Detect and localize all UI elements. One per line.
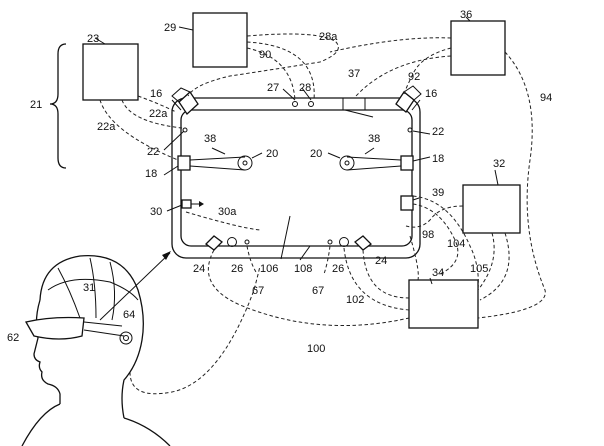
beam-line bbox=[190, 166, 245, 170]
speaker-24-right bbox=[355, 236, 371, 250]
speaker-16-right bbox=[396, 86, 421, 112]
brace-21 bbox=[50, 44, 66, 168]
screen-18-right bbox=[401, 156, 413, 170]
label-30: 30 bbox=[150, 206, 162, 218]
label-21: 21 bbox=[30, 99, 42, 111]
label-26-right: 26 bbox=[332, 263, 344, 275]
box-36 bbox=[451, 21, 505, 75]
label-102: 102 bbox=[346, 294, 364, 306]
label-23: 23 bbox=[87, 33, 99, 45]
label-67-right: 67 bbox=[312, 285, 324, 297]
label-22-left: 22 bbox=[147, 146, 159, 158]
label-16-right: 16 bbox=[425, 88, 437, 100]
label-22a-top: 22a bbox=[149, 108, 168, 120]
box-32 bbox=[463, 185, 520, 233]
enclosure-outer-wall bbox=[172, 98, 420, 258]
label-18-right: 18 bbox=[432, 153, 444, 165]
item-67-left bbox=[245, 240, 249, 244]
label-29: 29 bbox=[164, 22, 176, 34]
beam-line bbox=[347, 157, 401, 160]
box-29 bbox=[193, 13, 247, 67]
item-26-left bbox=[228, 238, 237, 247]
label-24-right: 24 bbox=[375, 255, 387, 267]
label-28: 28 bbox=[299, 82, 311, 94]
label-22a-left: 22a bbox=[97, 121, 116, 133]
speaker-24-left bbox=[206, 236, 222, 250]
label-37: 37 bbox=[348, 68, 360, 80]
label-39: 39 bbox=[432, 187, 444, 199]
top-wall-component bbox=[343, 98, 365, 110]
label-31: 31 bbox=[83, 282, 95, 294]
projector-left bbox=[190, 156, 252, 170]
beam-line bbox=[347, 166, 401, 170]
component-39 bbox=[401, 196, 413, 210]
item-67-right bbox=[328, 240, 332, 244]
label-26-left: 26 bbox=[231, 263, 243, 275]
label-106: 106 bbox=[260, 263, 278, 275]
label-20-right: 20 bbox=[310, 148, 322, 160]
label-100: 100 bbox=[307, 343, 325, 355]
label-90: 90 bbox=[259, 49, 271, 61]
beam-line bbox=[190, 157, 245, 160]
label-108: 108 bbox=[294, 263, 312, 275]
label-62: 62 bbox=[7, 332, 19, 344]
sensor-27 bbox=[293, 102, 298, 107]
projector-right bbox=[340, 156, 401, 170]
label-104: 104 bbox=[447, 238, 465, 250]
label-94: 94 bbox=[540, 92, 552, 104]
item-26-right bbox=[340, 238, 349, 247]
label-105: 105 bbox=[470, 263, 488, 275]
label-18-left: 18 bbox=[145, 168, 157, 180]
label-32: 32 bbox=[493, 158, 505, 170]
box-23 bbox=[83, 44, 138, 100]
label-64: 64 bbox=[123, 309, 135, 321]
label-67-left: 67 bbox=[252, 285, 264, 297]
label-30a: 30a bbox=[218, 206, 237, 218]
label-36: 36 bbox=[460, 9, 472, 21]
label-98: 98 bbox=[422, 229, 434, 241]
label-92: 92 bbox=[408, 71, 420, 83]
label-28a: 28a bbox=[319, 31, 338, 43]
label-27: 27 bbox=[267, 82, 279, 94]
component-30 bbox=[182, 200, 204, 208]
label-34: 34 bbox=[432, 267, 444, 279]
label-22-right: 22 bbox=[432, 126, 444, 138]
sensor-28 bbox=[309, 102, 314, 107]
user-head-illustration bbox=[22, 251, 171, 446]
enclosure-inner-wall bbox=[181, 110, 412, 246]
label-16-left: 16 bbox=[150, 88, 162, 100]
enclosure bbox=[172, 98, 420, 258]
label-24-left: 24 bbox=[193, 263, 205, 275]
label-20-left: 20 bbox=[266, 148, 278, 160]
label-38-right: 38 bbox=[368, 133, 380, 145]
label-38-left: 38 bbox=[204, 133, 216, 145]
screen-18-left bbox=[178, 156, 190, 170]
box-34 bbox=[409, 280, 478, 328]
